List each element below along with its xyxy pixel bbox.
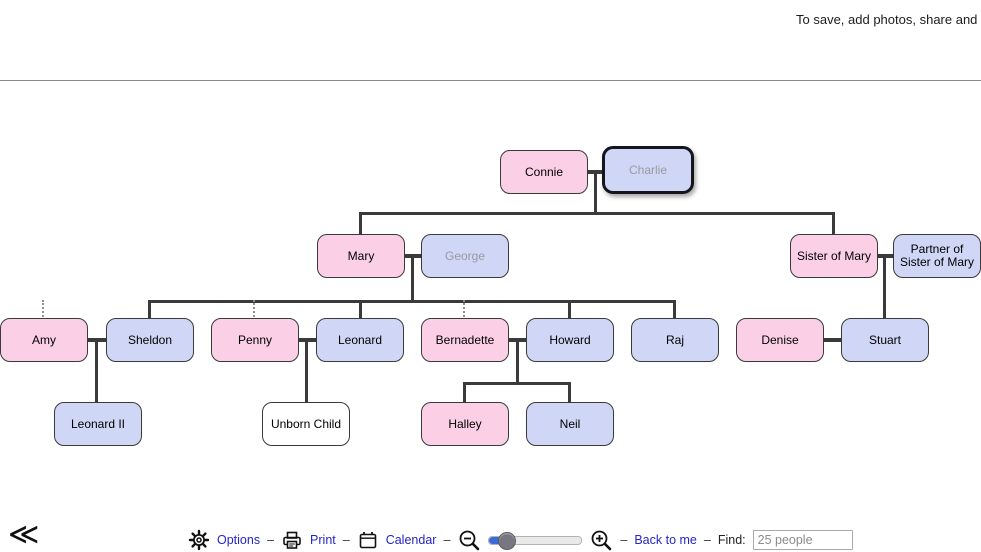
tree-line — [148, 300, 676, 303]
tree-line — [463, 382, 571, 385]
tree-line — [411, 256, 414, 302]
calendar-icon[interactable] — [357, 529, 379, 551]
tree-line — [359, 212, 362, 235]
person-name: Leonard — [337, 332, 383, 347]
person-node-leonard-ii[interactable]: Leonard II — [54, 402, 142, 446]
person-name: Leonard II — [70, 416, 126, 431]
options-link[interactable]: Options — [217, 533, 261, 547]
person-name: Mary — [347, 248, 375, 263]
bottom-toolbar: Options – Print – Calendar – — [188, 527, 853, 552]
zoom-slider-thumb[interactable] — [498, 531, 517, 550]
person-node-connie[interactable]: Connie — [500, 150, 588, 194]
zoom-slider[interactable] — [488, 531, 583, 550]
tree-line — [95, 341, 98, 403]
toolbar-separator: – — [703, 533, 711, 547]
zoom-slider-fill — [489, 536, 507, 544]
tree-line — [568, 300, 571, 319]
tree-line — [305, 341, 308, 403]
find-label: Find: — [717, 533, 746, 547]
back-to-me-link[interactable]: Back to me — [634, 533, 697, 547]
tree-line — [463, 382, 466, 403]
tree-line — [832, 212, 835, 235]
toolbar-separator: – — [620, 533, 628, 547]
toolbar-separator: – — [267, 533, 275, 547]
tree-line — [568, 382, 571, 403]
person-name: Bernadette — [435, 332, 495, 347]
person-name: Charlie — [628, 162, 667, 177]
person-node-mary[interactable]: Mary — [317, 234, 405, 278]
print-link[interactable]: Print — [310, 533, 336, 547]
person-node-partner-of-sister-of-mary[interactable]: Partner of Sister of Mary — [893, 234, 981, 278]
gear-icon[interactable] — [188, 529, 210, 551]
zoom-out-icon[interactable] — [457, 528, 481, 552]
person-name: Denise — [761, 332, 799, 347]
person-name: Amy — [32, 332, 56, 347]
tree-line — [509, 338, 526, 342]
person-name: Halley — [448, 416, 482, 431]
hidden-parent-dotted-line — [42, 300, 44, 317]
person-node-bernadette[interactable]: Bernadette — [421, 318, 509, 362]
person-node-penny[interactable]: Penny — [211, 318, 299, 362]
person-node-charlie[interactable]: Charlie — [602, 146, 694, 194]
person-node-leonard[interactable]: Leonard — [316, 318, 404, 362]
toolbar-separator: – — [443, 533, 451, 547]
toolbar-separator: – — [342, 533, 350, 547]
tree-line — [516, 341, 519, 384]
person-name: Penny — [237, 332, 273, 347]
tree-line — [824, 338, 841, 342]
person-name: Stuart — [868, 332, 901, 347]
person-name: Partner of Sister of Mary — [899, 242, 974, 269]
tree-line — [673, 300, 676, 319]
find-input[interactable] — [752, 530, 853, 550]
person-name: Unborn Child — [270, 416, 342, 431]
tree-line — [594, 172, 597, 213]
collapse-panel-button[interactable]: ≪ — [8, 518, 40, 551]
zoom-in-icon[interactable] — [589, 528, 613, 552]
person-name: Sheldon — [127, 332, 173, 347]
tree-line — [88, 338, 106, 342]
person-node-sister-of-mary[interactable]: Sister of Mary — [790, 234, 878, 278]
tree-line — [148, 300, 151, 319]
header-divider — [0, 80, 981, 81]
person-name: George — [444, 248, 486, 263]
person-node-halley[interactable]: Halley — [421, 402, 509, 446]
person-name: Raj — [665, 332, 684, 347]
person-node-george[interactable]: George — [421, 234, 509, 278]
person-node-howard[interactable]: Howard — [526, 318, 614, 362]
person-node-neil[interactable]: Neil — [526, 402, 614, 446]
tree-line — [883, 256, 886, 319]
tree-line — [299, 338, 316, 342]
hidden-parent-dotted-line — [463, 300, 465, 317]
person-name: Sister of Mary — [796, 248, 871, 263]
person-name: Howard — [549, 332, 591, 347]
calendar-link[interactable]: Calendar — [385, 533, 437, 547]
person-name: Neil — [559, 416, 581, 431]
hidden-parent-dotted-line — [253, 300, 255, 317]
person-node-unborn-child[interactable]: Unborn Child — [262, 402, 350, 446]
tree-line — [359, 212, 835, 215]
person-node-raj[interactable]: Raj — [631, 318, 719, 362]
person-node-sheldon[interactable]: Sheldon — [106, 318, 194, 362]
tree-line — [359, 300, 362, 319]
printer-icon[interactable] — [281, 529, 303, 551]
person-node-stuart[interactable]: Stuart — [841, 318, 929, 362]
person-node-denise[interactable]: Denise — [736, 318, 824, 362]
promo-banner-text: To save, add photos, share and do — [796, 12, 981, 27]
person-name: Connie — [524, 164, 564, 179]
person-node-amy[interactable]: Amy — [0, 318, 88, 362]
